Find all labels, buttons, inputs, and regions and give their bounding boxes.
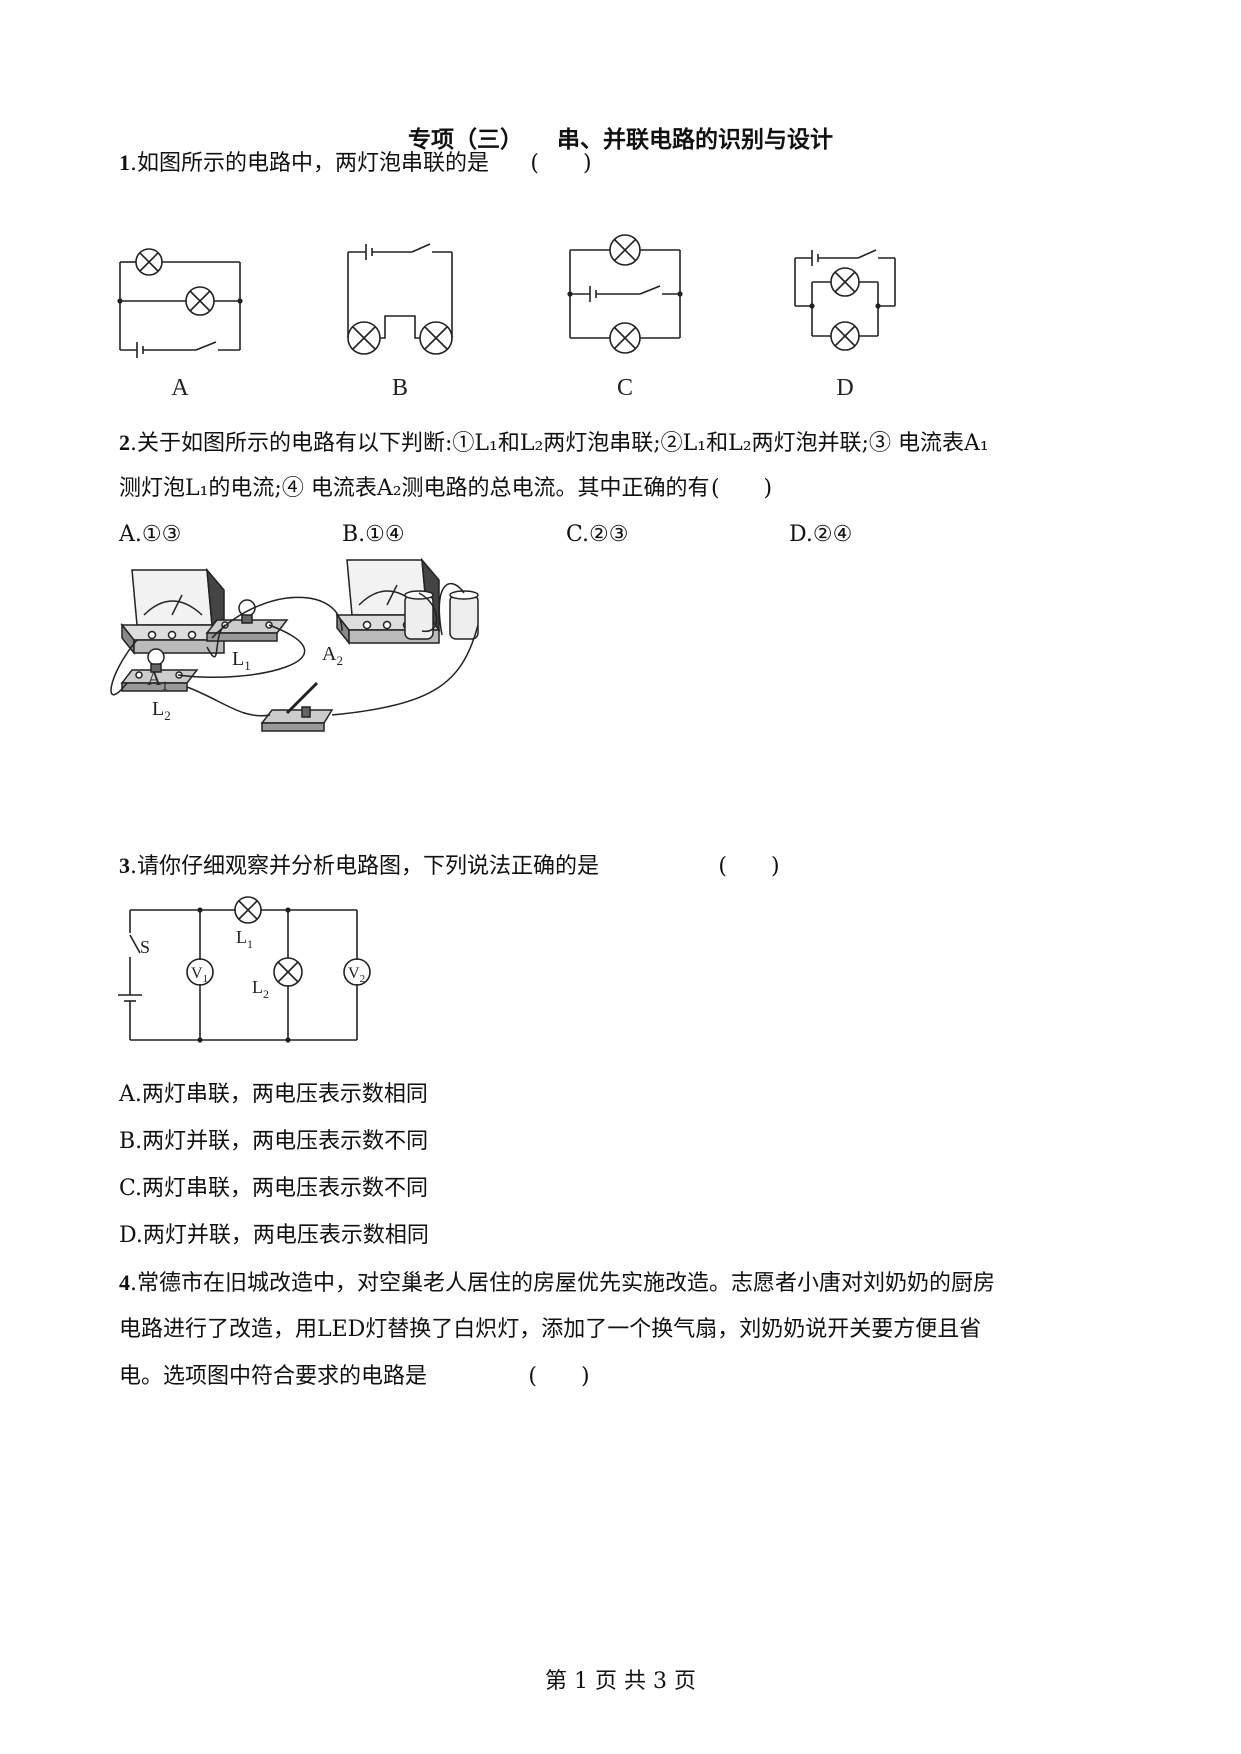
q2-option-a[interactable]: A.①③ bbox=[119, 522, 182, 547]
q2-physical-circuit-figure: A1 A2 L1 L2 bbox=[110, 557, 479, 732]
q3-label-s: S bbox=[140, 937, 150, 957]
q3-option-c[interactable]: C.两灯串联，两电压表示数不同 bbox=[119, 1176, 429, 1201]
circuit-option-c bbox=[569, 234, 681, 354]
q1-number: 1 bbox=[119, 150, 130, 175]
circuit-option-b bbox=[347, 243, 453, 355]
title-part1: 专项（三） bbox=[408, 127, 523, 153]
battery-1 bbox=[404, 590, 434, 640]
q1-label-d: D bbox=[836, 375, 853, 401]
q3-label-v2: V2 bbox=[348, 965, 365, 985]
q1-answer-paren: ( ) bbox=[530, 151, 592, 176]
q1-label-a: A bbox=[171, 375, 189, 401]
q2-label-l2: L2 bbox=[152, 698, 171, 723]
q4-text-line2: 电路进行了改造，用LED灯替换了白炽灯，添加了一个换气扇，刘奶奶说开关要方便且省 bbox=[119, 1317, 982, 1342]
q1-label-b: B bbox=[392, 375, 408, 401]
question-2-line1: 2.关于如图所示的电路有以下判断:①L₁和L₂两灯泡串联;②L₁和L₂两灯泡并联… bbox=[119, 428, 989, 459]
q3-circuit-figure: S V1 V2 L1 L2 bbox=[118, 896, 371, 1043]
ammeter-a1 bbox=[120, 567, 226, 656]
circuit-option-d bbox=[794, 249, 896, 351]
q2-label-a2: A2 bbox=[322, 643, 343, 668]
q1-label-c: C bbox=[617, 375, 633, 401]
question-2-line2: 测灯泡L₁的电流;④ 电流表A₂测电路的总电流。其中正确的有( ) bbox=[119, 474, 774, 504]
page-title: 专项（三） 串、并联电路的识别与设计 bbox=[0, 120, 1241, 154]
q2-option-c[interactable]: C.②③ bbox=[566, 522, 629, 547]
q3-option-a[interactable]: A.两灯串联，两电压表示数相同 bbox=[119, 1082, 428, 1107]
circuit-option-a bbox=[119, 248, 241, 358]
q2-text-line2: 测灯泡L₁的电流;④ 电流表A₂测电路的总电流。其中正确的有 bbox=[119, 476, 710, 501]
question-4-line3: 电。选项图中符合要求的电路是 ( ) bbox=[119, 1362, 591, 1392]
q1-text: .如图所示的电路中，两灯泡串联的是 bbox=[130, 151, 489, 176]
q3-number: 3 bbox=[119, 853, 130, 878]
page-footer: 第 1 页 共 3 页 bbox=[545, 1669, 696, 1694]
question-4-line1: 4.常德市在旧城改造中，对空巢老人居住的房屋优先实施改造。志愿者小唐对刘奶奶的厨… bbox=[119, 1268, 995, 1299]
q2-label-a1: A1 bbox=[147, 668, 168, 693]
q2-option-b[interactable]: B.①④ bbox=[342, 522, 405, 547]
bulb-l1 bbox=[205, 599, 289, 642]
question-3: 3.请你仔细观察并分析电路图，下列说法正确的是 ( ) bbox=[119, 851, 781, 882]
title-part2: 串、并联电路的识别与设计 bbox=[557, 127, 833, 153]
q2-option-d[interactable]: D.②④ bbox=[789, 522, 853, 547]
q4-number: 4 bbox=[119, 1270, 130, 1295]
q4-answer-paren: ( ) bbox=[528, 1364, 590, 1389]
q3-label-l2: L2 bbox=[252, 977, 269, 1001]
q3-label-l1: L1 bbox=[236, 927, 253, 951]
q3-label-v1: V1 bbox=[191, 965, 208, 985]
battery-2 bbox=[449, 590, 479, 640]
q2-text-line1: .关于如图所示的电路有以下判断:①L₁和L₂两灯泡串联;②L₁和L₂两灯泡并联;… bbox=[130, 431, 989, 456]
q2-label-l1: L1 bbox=[232, 648, 251, 673]
bulb-l2 bbox=[120, 648, 199, 692]
q2-answer-paren: ( ) bbox=[710, 476, 773, 501]
q4-text-line1: .常德市在旧城改造中，对空巢老人居住的房屋优先实施改造。志愿者小唐对刘奶奶的厨房 bbox=[130, 1271, 995, 1296]
knife-switch bbox=[260, 681, 334, 732]
question-1: 1.如图所示的电路中，两灯泡串联的是 ( ) bbox=[119, 148, 593, 179]
q1-circuit-figures: A B C D bbox=[117, 234, 896, 401]
q3-answer-paren: ( ) bbox=[718, 854, 780, 879]
q4-text-line3: 电。选项图中符合要求的电路是 bbox=[119, 1364, 428, 1389]
question-4-line2: 电路进行了改造，用LED灯替换了白炽灯，添加了一个换气扇，刘奶奶说开关要方便且省 bbox=[119, 1315, 981, 1345]
q3-option-b[interactable]: B.两灯并联，两电压表示数不同 bbox=[119, 1129, 429, 1154]
q2-number: 2 bbox=[119, 430, 130, 455]
q3-text: .请你仔细观察并分析电路图，下列说法正确的是 bbox=[130, 854, 599, 879]
q3-option-d[interactable]: D.两灯并联，两电压表示数相同 bbox=[119, 1223, 429, 1248]
